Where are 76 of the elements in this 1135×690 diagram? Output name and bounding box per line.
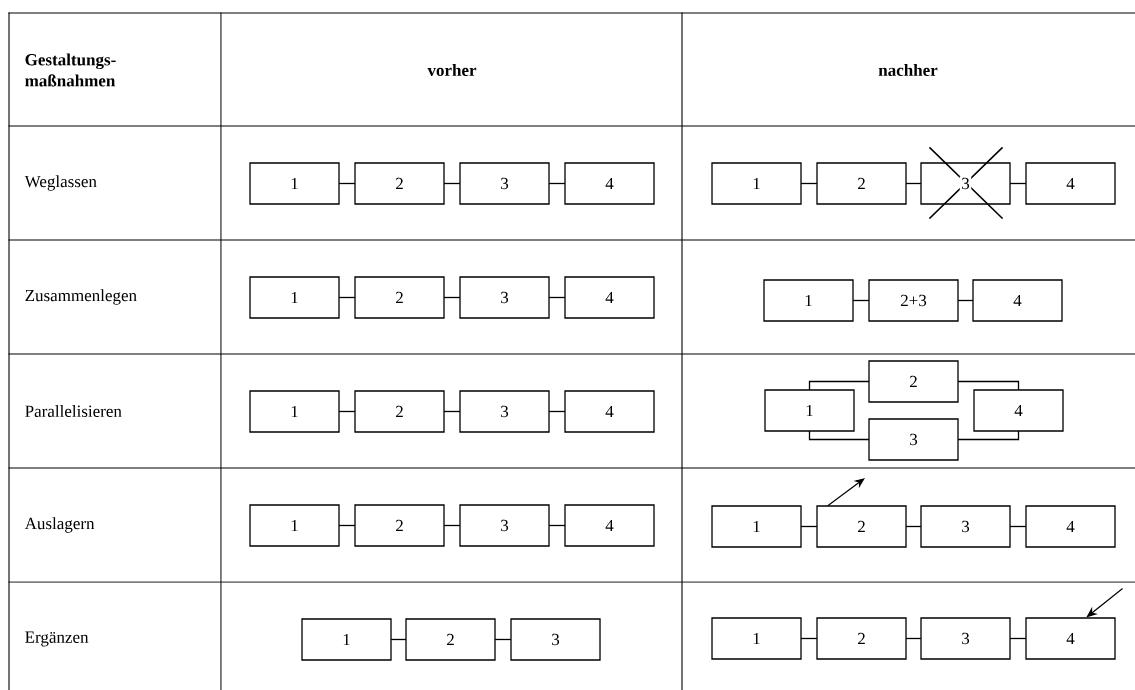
row-label: Weglassen [24,175,97,191]
process-box: 2 [354,276,445,319]
connector-line [391,638,406,641]
process-box: 4 [1025,162,1116,205]
process-box: 1 [711,505,802,548]
process-box: 3 [459,504,550,547]
row-label: Parallelisieren [25,405,122,417]
connector-line [444,410,460,413]
process-box: 1 [249,504,340,547]
column-header: Gestaltungs- maßnahmen [25,53,116,87]
connector-line [339,410,355,413]
row-label: Zusammenlegen [25,289,137,305]
connector-line [801,637,817,640]
connector-line [801,525,817,528]
process-box: 3 [459,390,550,433]
connector-line [958,380,1020,390]
connector-line [1010,525,1026,528]
connector-line [339,182,355,185]
connector-line [906,637,921,640]
process-box: 3 [920,505,1011,548]
connector-line [1010,182,1026,185]
connector-line [958,431,1020,441]
process-box: 3 [459,276,550,319]
connector-line [549,182,565,185]
process-box: 2 [816,162,907,205]
process-box: 1 [249,390,340,433]
process-box: 1 [763,279,854,322]
process-box: 1 [249,276,340,319]
connector-line [808,380,869,390]
connector-line [906,525,921,528]
process-box: 4 [564,162,655,205]
connector-line [339,524,355,527]
process-box: 2 [816,505,907,548]
row-label: Ergänzen [25,631,89,647]
process-box: 2+3 [868,279,959,322]
process-box: 3 [868,418,959,461]
connector-line [444,524,460,527]
connector-line [549,410,565,413]
row-label: Auslagern [24,517,95,533]
column-header: nachher [878,64,938,76]
process-box: 1 [711,162,802,205]
process-box: 3 [920,617,1011,660]
process-box: 3 [459,162,550,205]
connector-line [1010,637,1026,640]
process-box: 2 [354,504,445,547]
process-box: 2 [816,617,907,660]
connector-line [808,431,869,441]
connector-line [958,299,973,302]
connector-line [495,638,511,641]
connector-line [906,182,921,185]
process-box: 2 [868,360,959,403]
process-box: 4 [564,276,655,319]
connector-line [801,182,817,185]
process-box: 2 [354,162,445,205]
process-box: 3 [510,618,601,661]
process-box: 3 [920,162,1011,205]
connector-line [853,299,869,302]
column-header: vorher [427,64,477,76]
process-box: 4 [564,504,655,547]
connector-line [444,182,460,185]
process-box: 4 [973,389,1064,432]
connector-line [444,296,460,299]
process-box: 4 [972,279,1063,322]
process-box: 4 [1025,617,1116,660]
connector-line [549,296,565,299]
process-box: 1 [711,617,802,660]
process-box: 4 [1025,505,1116,548]
process-box: 2 [354,390,445,433]
process-box: 4 [564,390,655,433]
process-box: 1 [301,618,392,661]
process-box: 1 [249,162,340,205]
connector-line [339,296,355,299]
arrow [827,478,865,506]
process-box: 2 [405,618,496,661]
connector-line [549,524,565,527]
process-box: 1 [764,389,855,432]
